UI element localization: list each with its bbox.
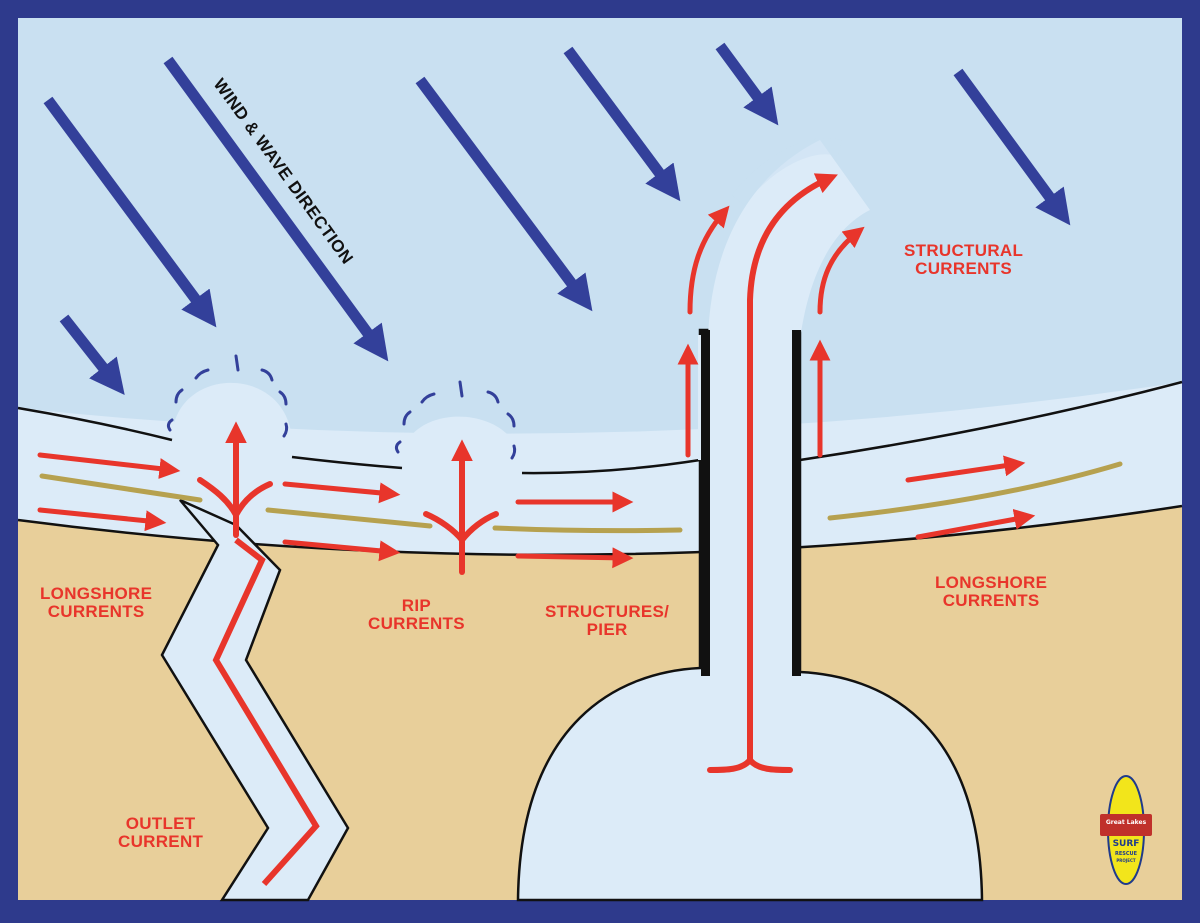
- rip-line1: RIP: [401, 596, 432, 615]
- logo-main-text: SURF: [1113, 839, 1140, 849]
- structures-line2: PIER: [586, 620, 628, 639]
- longshore-arrows: [37, 452, 1036, 569]
- rip-currents-label: RIP CURRENTS: [368, 597, 465, 633]
- longshore-right-line1: LONGSHORE: [935, 573, 1048, 592]
- pier-current-arrows: [707, 173, 838, 773]
- pier-wall-left: [701, 330, 710, 676]
- outlet-line2: CURRENT: [118, 832, 204, 851]
- longshore-left-line2: CURRENTS: [47, 602, 145, 621]
- structural-line2: CURRENTS: [915, 259, 1012, 278]
- wind-wave-arrows: [43, 42, 1071, 396]
- outlet-line1: OUTLET: [125, 814, 196, 833]
- structural-currents-label: STRUCTURAL CURRENTS: [904, 242, 1023, 278]
- breaker-line-4: [799, 380, 1183, 462]
- wave-break-marks-right: [394, 380, 517, 460]
- structures-line1: STRUCTURES/: [545, 602, 670, 621]
- rip-line2: CURRENTS: [368, 614, 465, 633]
- longshore-currents-right-label: LONGSHORE CURRENTS: [935, 574, 1047, 610]
- structural-line1: STRUCTURAL: [904, 241, 1024, 260]
- breaker-line-3: [521, 458, 701, 475]
- longshore-currents-left-label: LONGSHORE CURRENTS: [40, 585, 152, 621]
- logo-top-text: Great Lakes: [1106, 819, 1147, 826]
- breaker-line-1: [17, 406, 173, 442]
- outlet-current-arrow: [212, 537, 320, 887]
- structures-pier-label: STRUCTURES/ PIER: [545, 603, 669, 639]
- rip-bulge-left: [172, 382, 293, 452]
- outlet-current-label: OUTLET CURRENT: [118, 815, 203, 851]
- shoreline: [17, 504, 1183, 557]
- pier-wall-right: [792, 330, 801, 676]
- breaker-line-2: [291, 455, 403, 470]
- plume-highlight: [731, 138, 843, 206]
- logo: Great Lakes SURF RESCUE PROJECT: [1100, 775, 1152, 885]
- longshore-left-line1: LONGSHORE: [40, 584, 153, 603]
- logo-line3-text: PROJECT: [1116, 858, 1136, 863]
- wave-break-marks-left: [166, 354, 289, 438]
- rip-current-arrows: [197, 421, 499, 575]
- logo-line2-text: RESCUE: [1115, 851, 1138, 857]
- sandbars: [39, 461, 1123, 534]
- structural-arrows: [677, 205, 865, 458]
- longshore-right-line2: CURRENTS: [942, 591, 1040, 610]
